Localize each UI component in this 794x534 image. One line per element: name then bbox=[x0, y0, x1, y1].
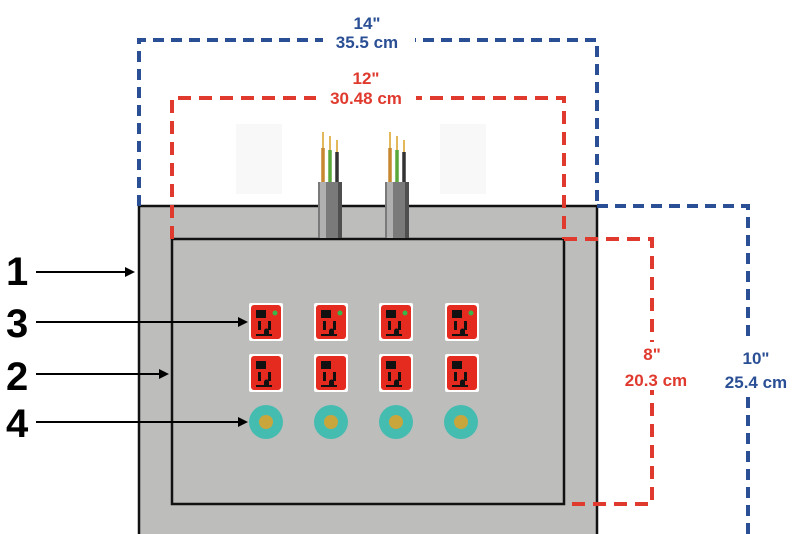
status-led bbox=[468, 310, 474, 316]
inner-height-imperial: 8" bbox=[643, 345, 661, 364]
outer-height-imperial: 10" bbox=[743, 349, 770, 368]
indicator-light bbox=[444, 405, 478, 439]
cable-right bbox=[385, 132, 409, 238]
indicator-light bbox=[379, 405, 413, 439]
status-led bbox=[337, 310, 343, 316]
outer-enclosure bbox=[137, 204, 599, 534]
callout-4-number: 4 bbox=[6, 402, 29, 446]
receptacle bbox=[249, 354, 283, 392]
outer-height-metric: 25.4 cm bbox=[725, 373, 787, 392]
receptacle bbox=[445, 303, 479, 341]
indicator-light bbox=[249, 405, 283, 439]
outer-height-dimension-line bbox=[597, 204, 750, 534]
receptacle bbox=[379, 303, 413, 341]
callout-2-number: 2 bbox=[6, 355, 28, 399]
callout-3-number: 3 bbox=[6, 302, 28, 346]
status-led bbox=[402, 310, 408, 316]
inner-width-metric: 30.48 cm bbox=[330, 89, 402, 108]
callout-1-number: 1 bbox=[6, 250, 28, 294]
inner-width-imperial: 12" bbox=[353, 69, 380, 88]
outer-width-dimension-line bbox=[137, 38, 599, 206]
receptacle bbox=[314, 354, 348, 392]
status-led bbox=[272, 310, 278, 316]
cable-left bbox=[318, 132, 342, 238]
background-ghost bbox=[236, 124, 486, 194]
receptacle bbox=[249, 303, 283, 341]
receptacle bbox=[314, 303, 348, 341]
receptacle bbox=[379, 354, 413, 392]
receptacle-row-top bbox=[249, 303, 479, 341]
inner-height-metric: 20.3 cm bbox=[625, 371, 687, 390]
outer-width-metric: 35.5 cm bbox=[336, 33, 398, 52]
indicator-light bbox=[314, 405, 348, 439]
outer-width-imperial: 14" bbox=[354, 14, 381, 33]
inner-panel bbox=[170, 237, 566, 506]
receptacle bbox=[445, 354, 479, 392]
